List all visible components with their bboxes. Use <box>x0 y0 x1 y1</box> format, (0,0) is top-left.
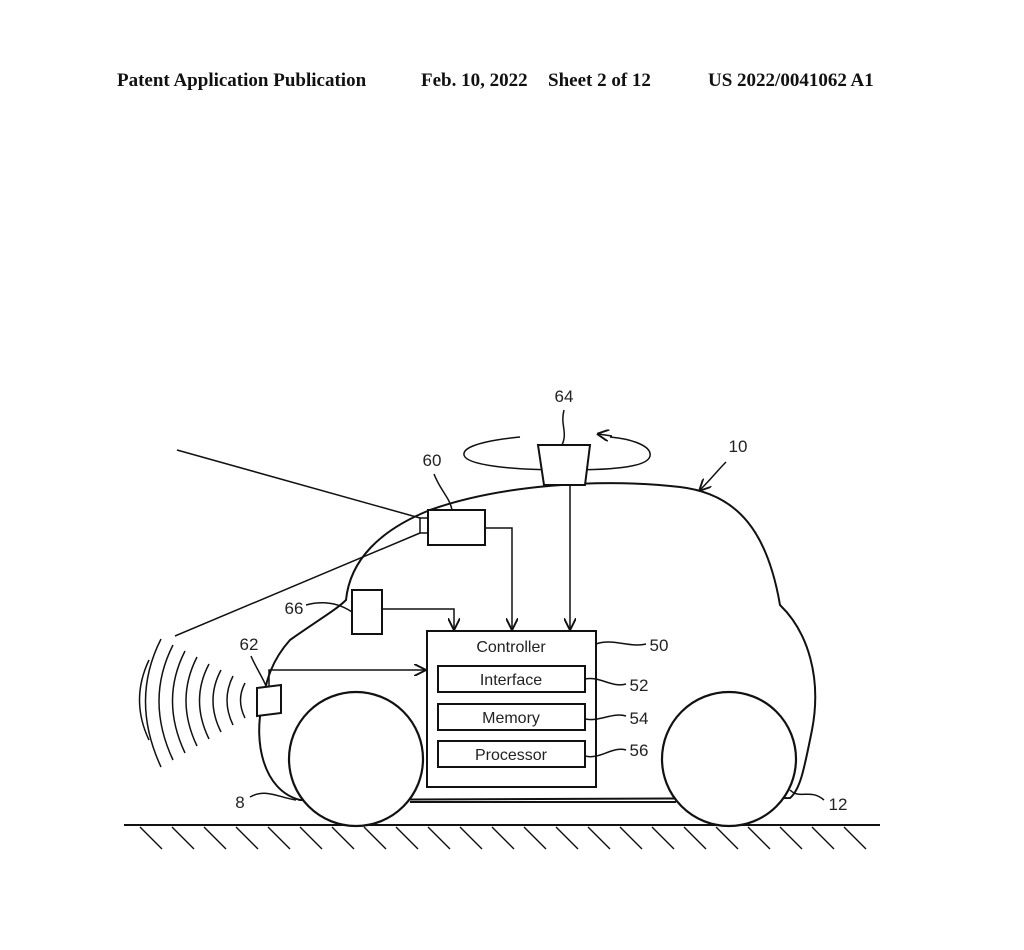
rear-wheel <box>660 690 798 828</box>
publication-date: Feb. 10, 2022 <box>421 70 528 91</box>
front-sensor-62 <box>138 638 282 768</box>
controller-50: Controller Interface Memory Processor <box>426 630 597 788</box>
ref-8: 8 <box>235 793 244 812</box>
sensor-wave-arcs <box>138 638 246 768</box>
sensor66-to-controller-arrow <box>382 608 454 629</box>
ref-10: 10 <box>729 437 748 456</box>
page-header: Patent Application Publication Feb. 10, … <box>117 70 897 98</box>
controller-title: Controller <box>476 639 546 656</box>
signal-connections <box>268 485 570 686</box>
ground <box>124 824 880 850</box>
ref-66: 66 <box>285 599 304 618</box>
lidar-64 <box>463 434 651 486</box>
camera-to-controller-arrow <box>485 527 512 629</box>
camera-60 <box>174 449 486 637</box>
ref-56: 56 <box>630 741 649 760</box>
publication-type: Patent Application Publication <box>117 70 367 91</box>
processor-box <box>437 740 586 768</box>
reference-numerals: 64 10 60 66 62 50 52 54 56 8 12 <box>235 387 847 814</box>
memory-box <box>437 703 586 731</box>
ref-12: 12 <box>829 795 848 814</box>
sensor62-to-controller-arrow <box>268 670 425 686</box>
ref-60: 60 <box>423 451 442 470</box>
rotation-arrow <box>598 434 613 436</box>
ref-50: 50 <box>650 636 669 655</box>
patent-number: US 2022/0041062 A1 <box>708 70 874 91</box>
ref-54: 54 <box>630 709 649 728</box>
ground-hatching <box>139 826 867 850</box>
memory-label: Memory <box>482 710 540 727</box>
ref-64: 64 <box>555 387 574 406</box>
processor-label: Processor <box>475 747 548 764</box>
vehicle-body <box>258 482 817 802</box>
interface-label: Interface <box>480 672 542 689</box>
front-wheel <box>287 690 425 828</box>
ref-52: 52 <box>630 676 649 695</box>
camera-fov-lower <box>174 532 421 637</box>
sensor-66 <box>351 589 383 635</box>
ref-62: 62 <box>240 635 259 654</box>
sheet-number: Sheet 2 of 12 <box>548 70 651 91</box>
camera-fov-upper <box>176 449 421 519</box>
